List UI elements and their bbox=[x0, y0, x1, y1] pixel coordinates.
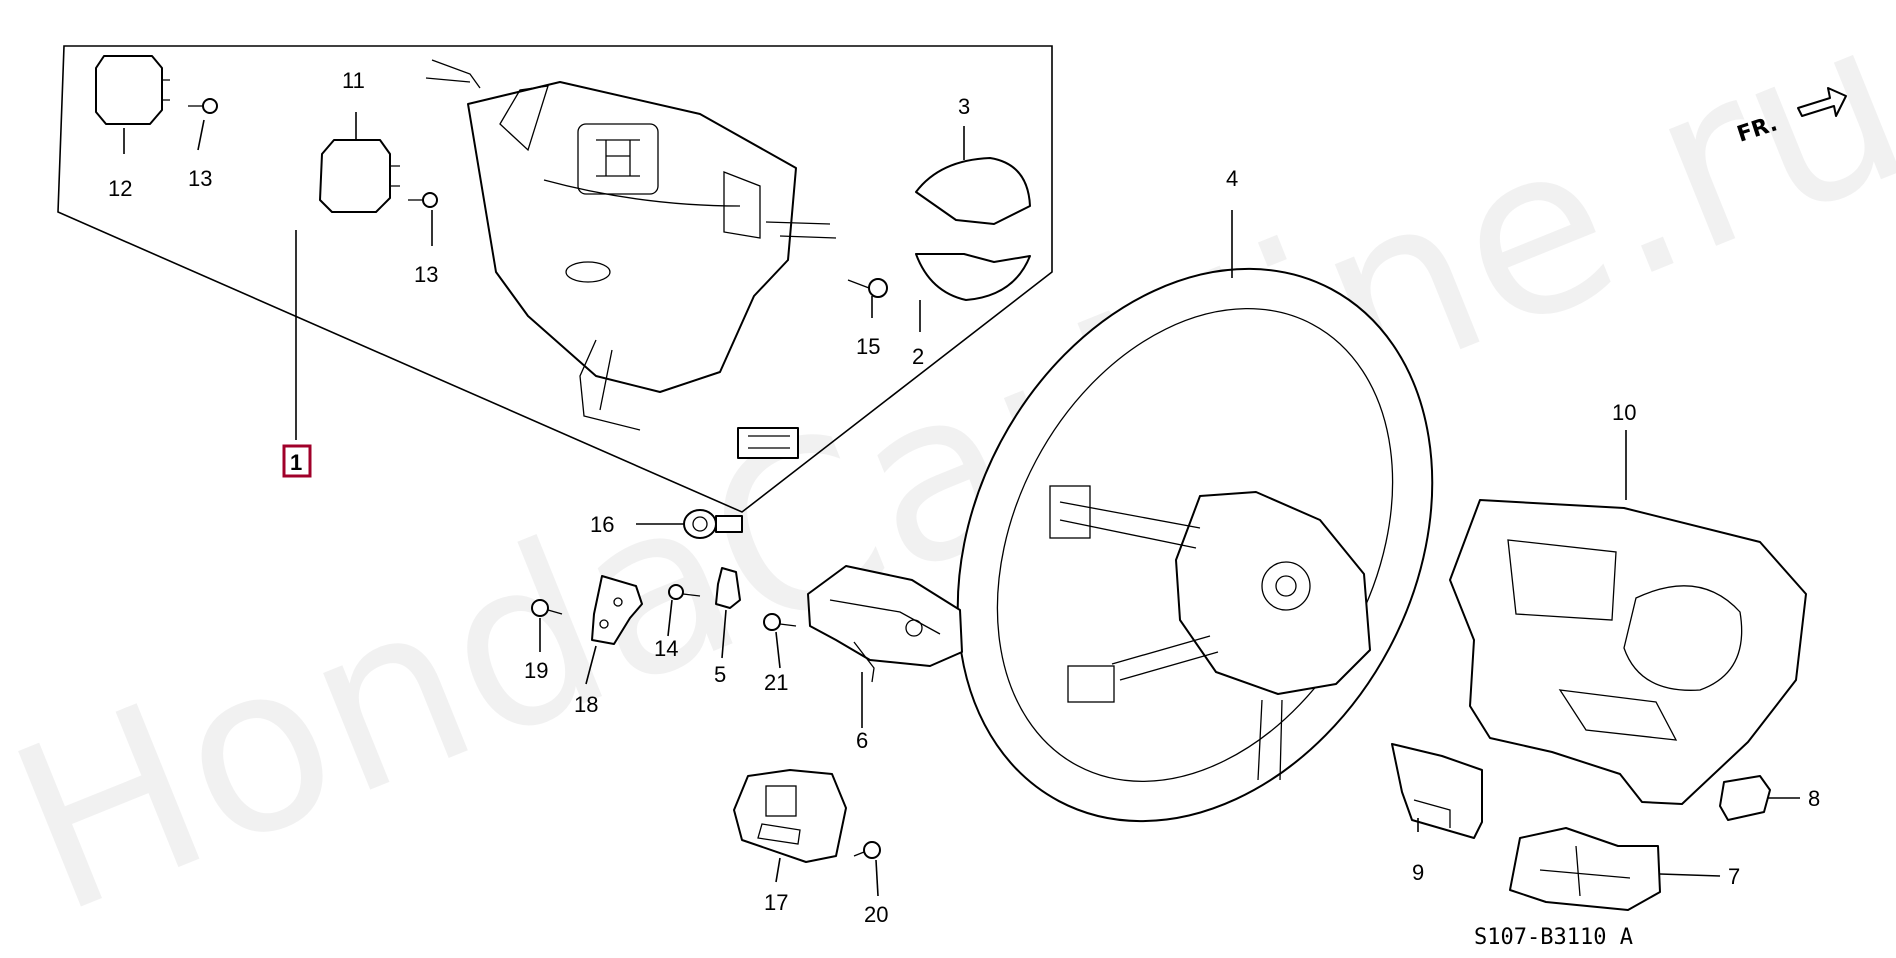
callout-12: 12 bbox=[108, 176, 132, 201]
part-18-bracket[interactable] bbox=[591, 575, 643, 645]
part-14-screw[interactable] bbox=[668, 584, 701, 600]
part-17-switch-panel[interactable] bbox=[733, 769, 847, 863]
part-15-bolt[interactable] bbox=[847, 278, 888, 298]
part-20-screw[interactable] bbox=[853, 841, 881, 859]
callout-18: 18 bbox=[574, 692, 598, 717]
callout-17: 17 bbox=[764, 890, 788, 915]
leader-lines bbox=[123, 112, 1800, 897]
part-12-inflator[interactable] bbox=[95, 55, 170, 125]
callout-13b: 13 bbox=[414, 262, 438, 287]
airbag-cover-module[interactable] bbox=[425, 59, 837, 431]
callout-8: 8 bbox=[1808, 786, 1820, 811]
callout-6: 6 bbox=[856, 728, 868, 753]
part-1-highlight-box[interactable] bbox=[282, 444, 312, 478]
callout-4: 4 bbox=[1226, 166, 1238, 191]
part-9-switch-bracket[interactable] bbox=[1391, 743, 1483, 839]
callout-20: 20 bbox=[864, 902, 888, 927]
part-6-cable-reel[interactable] bbox=[807, 565, 963, 683]
callout-1: 1 bbox=[290, 450, 302, 475]
part-19-screw[interactable] bbox=[531, 599, 563, 617]
connector[interactable] bbox=[737, 427, 799, 459]
callout-5: 5 bbox=[714, 662, 726, 687]
part-10-rear-cover[interactable] bbox=[1449, 499, 1807, 805]
callout-21: 21 bbox=[764, 670, 788, 695]
part-21-screw[interactable] bbox=[763, 613, 797, 631]
callout-10: 10 bbox=[1612, 400, 1636, 425]
callout-14: 14 bbox=[654, 636, 678, 661]
part-3-label[interactable] bbox=[915, 157, 1031, 225]
part-13-screw-a[interactable] bbox=[188, 98, 218, 114]
callout-19: 19 bbox=[524, 658, 548, 683]
callout-7: 7 bbox=[1728, 864, 1740, 889]
callout-15: 15 bbox=[856, 334, 880, 359]
part-4-steering-wheel[interactable] bbox=[865, 186, 1526, 905]
callout-13a: 13 bbox=[188, 166, 212, 191]
part-7-lower-cover[interactable] bbox=[1509, 827, 1661, 911]
callout-11: 11 bbox=[342, 68, 365, 93]
part-13-screw-b[interactable] bbox=[408, 192, 438, 208]
assembly-frame bbox=[57, 45, 1053, 513]
diagram-code: S107-B3110 A bbox=[1474, 925, 1633, 950]
part-2-label[interactable] bbox=[915, 253, 1031, 301]
callout-16: 16 bbox=[590, 512, 614, 537]
part-5-small-bracket[interactable] bbox=[715, 567, 741, 609]
callout-2: 2 bbox=[912, 344, 924, 369]
part-8-cap[interactable] bbox=[1719, 775, 1771, 821]
part-11-inflator[interactable] bbox=[319, 139, 400, 213]
callout-9: 9 bbox=[1412, 860, 1424, 885]
part-16-bolt[interactable] bbox=[683, 509, 743, 539]
fr-arrow-icon bbox=[1797, 87, 1847, 117]
callout-3: 3 bbox=[958, 94, 970, 119]
